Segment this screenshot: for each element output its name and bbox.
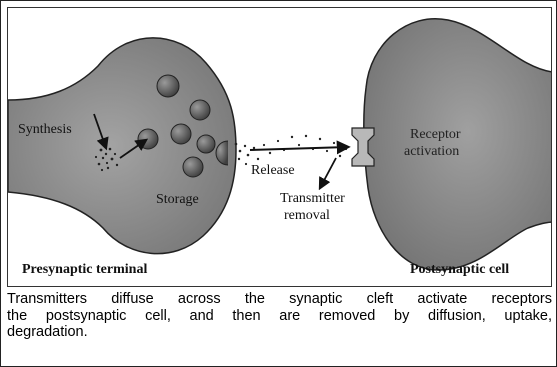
caption-line-3: degradation. (7, 324, 552, 341)
storage-label: Storage (156, 193, 199, 208)
synthesis-label: Synthesis (18, 123, 72, 138)
synapse-diagram: Synthesis Storage Release Receptor activ… (7, 7, 552, 287)
vesicle (157, 75, 179, 97)
vesicle (197, 135, 215, 153)
vesicle (183, 157, 203, 177)
postsynaptic-cell-label: Postsynaptic cell (410, 263, 509, 278)
receptor-activation-label-line2: activation (404, 145, 459, 160)
release-label: Release (251, 164, 295, 179)
receptor-activation-label-line1: Receptor (410, 128, 461, 143)
synapse-illustration (8, 8, 552, 287)
vesicle (171, 124, 191, 144)
figure-caption: Transmitters diffuse across the synaptic… (7, 291, 552, 341)
transmitter-removal-label-line1: Transmitter (280, 192, 345, 207)
vesicle (190, 100, 210, 120)
vesicle (138, 129, 158, 149)
caption-line-1: Transmitters diffuse across the synaptic… (7, 291, 552, 308)
transmitter-removal-label-line2: removal (284, 209, 330, 224)
presynaptic-terminal-label: Presynaptic terminal (22, 263, 147, 278)
release-arrow (250, 147, 348, 150)
caption-line-2: the postsynaptic cell, and then are remo… (7, 308, 552, 325)
removal-arrow (320, 158, 336, 188)
